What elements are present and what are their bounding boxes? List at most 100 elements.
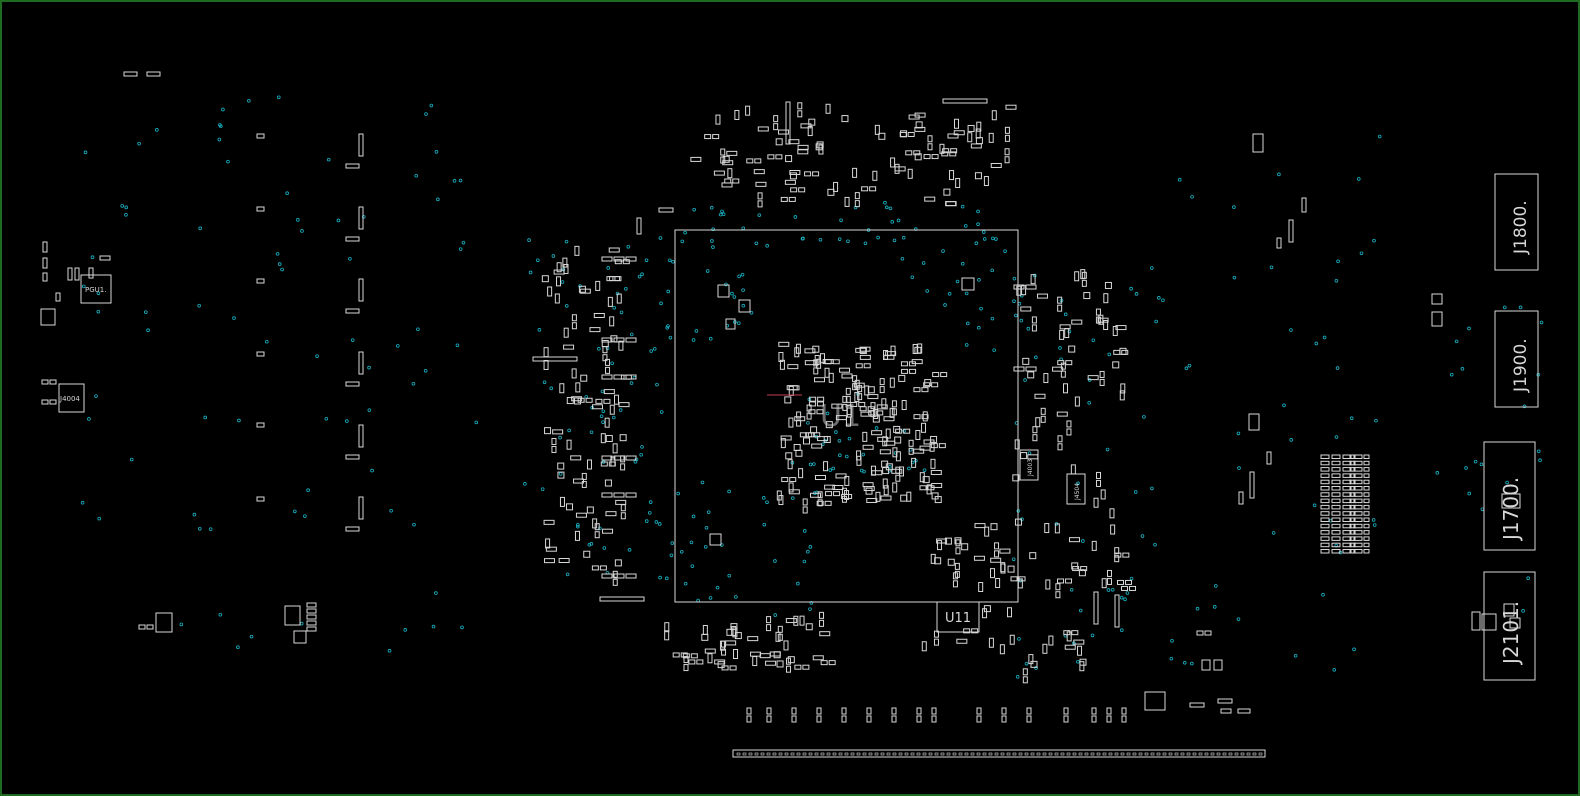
- smd-pad: [595, 280, 601, 291]
- via: [124, 205, 129, 210]
- smd-pad: [808, 118, 816, 126]
- via: [598, 526, 602, 531]
- smd-pad: [658, 207, 674, 213]
- j1900-outline[interactable]: [1494, 310, 1539, 408]
- connector-pin: [922, 752, 927, 756]
- via: [1473, 459, 1478, 464]
- connector-pin: [892, 752, 897, 756]
- smd-pad: [1431, 311, 1443, 327]
- via: [845, 454, 849, 459]
- via: [1034, 666, 1038, 670]
- smd-pad: [919, 485, 927, 491]
- via: [315, 354, 319, 358]
- via: [892, 238, 897, 243]
- via: [806, 421, 810, 425]
- smd-pad: [1342, 460, 1352, 466]
- smd-pad: [752, 656, 758, 667]
- smd-pad: [1353, 549, 1363, 554]
- j1800-outline[interactable]: [1494, 173, 1539, 271]
- smd-pad: [895, 474, 901, 482]
- via: [1069, 587, 1074, 592]
- via: [292, 509, 297, 514]
- smd-pad: [1349, 492, 1356, 497]
- smd-pad: [802, 506, 808, 514]
- smd-pad: [591, 565, 599, 571]
- via: [704, 525, 709, 530]
- smd-pad: [947, 133, 959, 139]
- via: [691, 514, 696, 519]
- via: [700, 480, 705, 485]
- smd-pad: [614, 559, 622, 567]
- via: [990, 316, 995, 321]
- via: [846, 239, 850, 244]
- pgu1-outline[interactable]: [80, 274, 112, 304]
- via: [576, 523, 580, 527]
- via: [1078, 608, 1083, 613]
- via: [761, 496, 766, 500]
- via: [558, 435, 562, 440]
- smd-pad: [802, 664, 810, 670]
- smd-pad: [816, 401, 824, 407]
- smd-pad: [879, 449, 891, 455]
- via: [925, 289, 930, 293]
- smd-pad: [857, 393, 863, 401]
- smd-pad: [944, 537, 952, 545]
- via: [429, 103, 434, 108]
- main-chip-outline[interactable]: [674, 229, 1019, 603]
- j4504-outline[interactable]: [1066, 473, 1086, 505]
- via: [1023, 378, 1027, 382]
- via: [155, 128, 159, 132]
- via: [655, 382, 659, 387]
- j4004-outline[interactable]: [58, 383, 85, 413]
- smd-pad: [601, 337, 613, 343]
- via: [1182, 661, 1187, 665]
- connector-pin: [1132, 752, 1137, 756]
- smd-pad: [1331, 498, 1341, 504]
- via: [721, 212, 726, 217]
- via: [237, 418, 241, 423]
- smd-pad: [1004, 156, 1010, 164]
- bottom-edge-connector[interactable]: [732, 749, 1266, 758]
- via: [414, 173, 418, 178]
- j2101-outline[interactable]: [1483, 571, 1536, 681]
- connector-pin: [1102, 752, 1107, 756]
- smd-pad: [961, 543, 969, 551]
- connector-pin: [844, 752, 849, 756]
- smd-pad: [1320, 511, 1330, 516]
- smd-pad: [563, 344, 575, 350]
- smd-pad: [696, 659, 704, 665]
- smd-pad: [861, 186, 869, 192]
- j4003-outline[interactable]: [1019, 449, 1039, 481]
- connector-pin: [934, 752, 939, 756]
- u11-outline[interactable]: [936, 601, 980, 633]
- smd-pad: [831, 403, 843, 409]
- smd-pad: [682, 653, 690, 659]
- smd-pad: [800, 123, 812, 129]
- smd-pad: [1013, 284, 1025, 290]
- via: [1169, 656, 1174, 661]
- via: [741, 303, 746, 308]
- smd-pad: [608, 247, 620, 253]
- via: [81, 284, 86, 289]
- smd-pad: [862, 482, 874, 488]
- smd-pad: [1213, 659, 1223, 671]
- smd-pad: [1007, 565, 1015, 573]
- smd-pad: [1320, 473, 1330, 478]
- smd-pad: [931, 382, 939, 388]
- smd-pad: [345, 308, 360, 314]
- via: [1522, 404, 1527, 409]
- j1700-outline[interactable]: [1483, 441, 1536, 551]
- smd-pad: [55, 292, 61, 302]
- via: [1003, 249, 1007, 253]
- via: [666, 289, 671, 294]
- smd-pad: [894, 436, 902, 444]
- via: [179, 622, 184, 627]
- smd-pad: [1363, 460, 1370, 466]
- via: [964, 343, 969, 347]
- connector-pin: [958, 752, 963, 756]
- via: [1011, 557, 1016, 562]
- smd-pad: [701, 633, 709, 641]
- smd-pad: [755, 181, 767, 187]
